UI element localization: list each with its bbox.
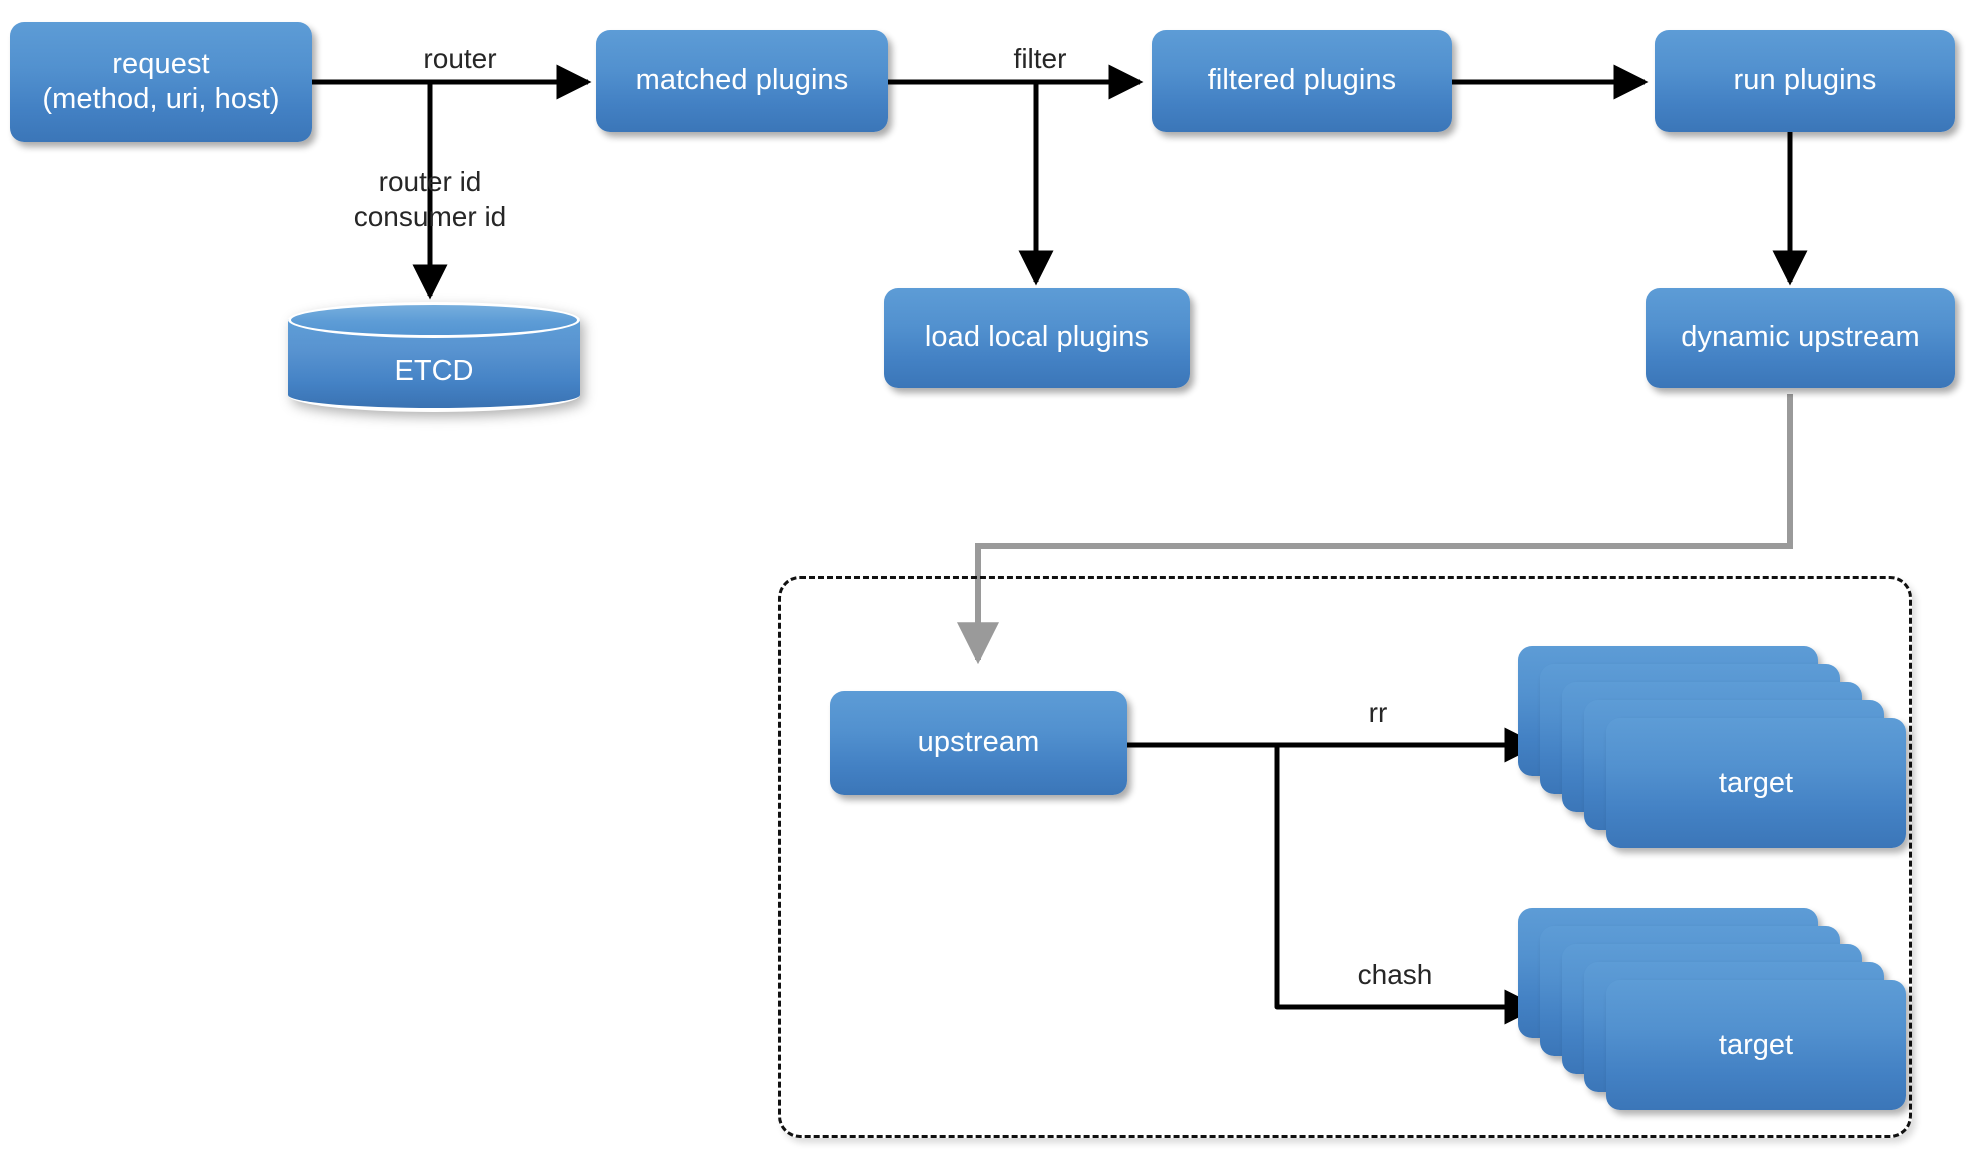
- edge-label-filter: filter: [1013, 43, 1067, 74]
- edge-label-chash: chash: [1357, 959, 1433, 990]
- node-upstream-label: upstream: [917, 726, 1040, 759]
- node-target-chash-label: target: [1718, 1028, 1794, 1061]
- node-run-plugins-label: run plugins: [1733, 64, 1877, 97]
- node-etcd[interactable]: ETCD: [288, 302, 580, 412]
- node-filtered-plugins-label: filtered plugins: [1207, 64, 1397, 97]
- node-request-label: request (method, uri, host): [42, 47, 280, 115]
- node-load-local-plugins-label: load local plugins: [924, 321, 1150, 354]
- node-matched-plugins-label: matched plugins: [635, 64, 849, 97]
- node-matched-plugins[interactable]: matched plugins: [596, 30, 888, 132]
- node-target-rr-label: target: [1718, 766, 1794, 799]
- edge-label-rr: rr: [1368, 697, 1388, 728]
- edge-label-router: router: [423, 43, 497, 74]
- node-upstream[interactable]: upstream: [830, 691, 1127, 795]
- etcd-cylinder-top: [288, 302, 580, 338]
- node-request[interactable]: request (method, uri, host): [10, 22, 312, 142]
- node-filtered-plugins[interactable]: filtered plugins: [1152, 30, 1452, 132]
- node-etcd-label: ETCD: [394, 354, 474, 387]
- node-load-local-plugins[interactable]: load local plugins: [884, 288, 1190, 388]
- node-dynamic-upstream[interactable]: dynamic upstream: [1646, 288, 1955, 388]
- node-run-plugins[interactable]: run plugins: [1655, 30, 1955, 132]
- target-chash-sheet-1: target: [1606, 980, 1906, 1110]
- edge-label-router-consumer-id: router id consumer id: [353, 166, 507, 232]
- node-target-chash[interactable]: target: [1518, 908, 1908, 1110]
- target-rr-sheet-1: target: [1606, 718, 1906, 848]
- node-dynamic-upstream-label: dynamic upstream: [1681, 321, 1920, 354]
- node-target-rr[interactable]: target: [1518, 646, 1908, 848]
